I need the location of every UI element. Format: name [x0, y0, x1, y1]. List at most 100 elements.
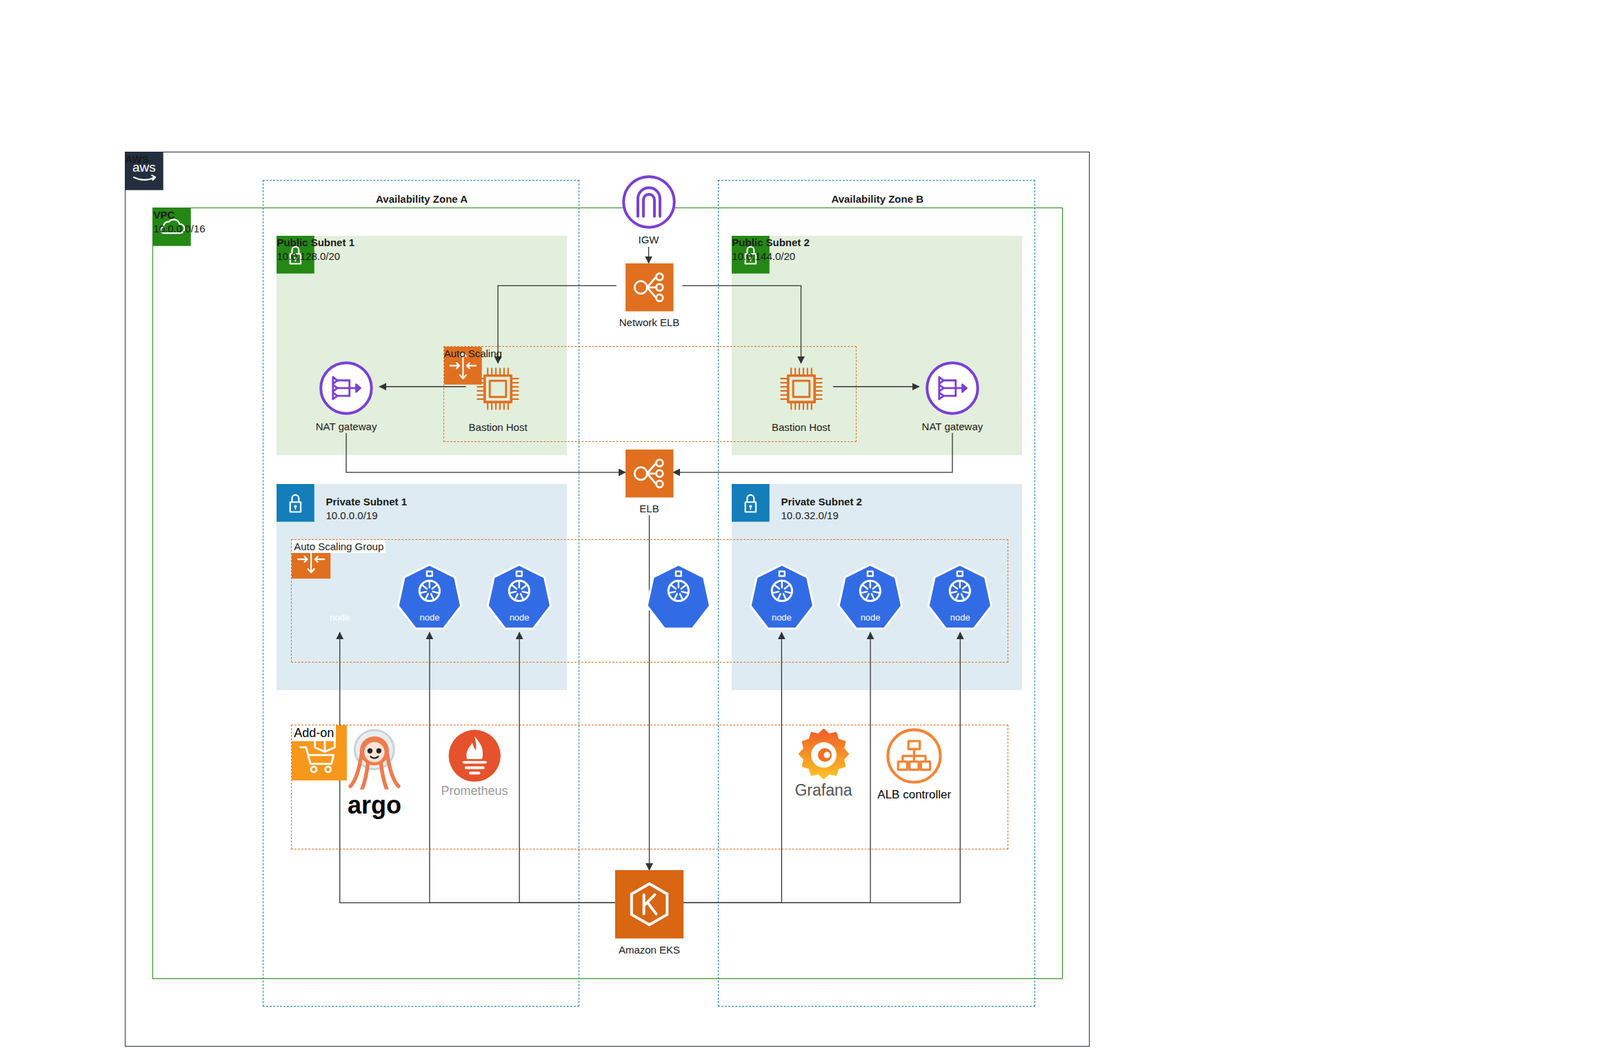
text-box: Grafana — [792, 780, 854, 802]
text-box: Private Subnet 210.0.32.0/19 — [780, 495, 863, 523]
text-box: node — [329, 612, 350, 625]
drawing-part — [320, 362, 372, 414]
node-label: Prometheus — [438, 783, 510, 800]
drawing-part — [731, 484, 770, 523]
load-balancer: ELB — [625, 449, 674, 516]
drawing-part — [350, 753, 399, 791]
node-label: Private Subnet 2 — [780, 495, 863, 509]
drawing-part — [655, 470, 663, 478]
node-label: Availability Zone B — [831, 192, 924, 207]
node-label: Auto Scaling Group — [291, 540, 386, 554]
lockb-icon — [731, 484, 770, 523]
text-box: Availability Zone A — [375, 192, 468, 207]
node-label: Public Subnet 1 — [276, 235, 355, 250]
drawing-part — [928, 564, 992, 629]
drawing-part — [811, 742, 837, 769]
connector — [346, 433, 626, 473]
connector — [429, 632, 616, 903]
node-label: node — [509, 612, 530, 625]
text-box: Availability Zone B — [831, 192, 924, 207]
text-box: NAT gateway — [315, 420, 378, 434]
drawing-part — [420, 580, 440, 600]
drawing-part — [926, 362, 978, 414]
gate-icon — [621, 174, 677, 230]
drawing-part — [634, 467, 647, 480]
node-label: Private Subnet 1 — [325, 495, 407, 509]
text-box: ELB — [639, 502, 659, 516]
node-label: node — [950, 612, 971, 625]
text-box: Bastion Host — [468, 420, 528, 435]
node-label: Auto Scaling — [444, 346, 503, 361]
k8s-node: node — [485, 561, 554, 634]
node-label: Public Subnet 2 — [731, 235, 810, 250]
drawing-part — [355, 384, 360, 392]
drawing-part — [823, 751, 830, 758]
drawing-part — [778, 571, 785, 576]
drawing-part — [646, 276, 656, 298]
alb-controller: ALB controller — [872, 727, 956, 803]
connector — [683, 632, 960, 903]
drawing-part — [655, 283, 663, 291]
drawing-part — [466, 736, 483, 760]
drawing-part — [634, 280, 647, 294]
drawing-part — [655, 480, 663, 488]
drawing-part — [950, 580, 971, 601]
node-label: node — [771, 612, 792, 625]
text-box: node — [950, 612, 971, 625]
drawing-part — [646, 564, 710, 629]
drawing-part — [943, 386, 956, 389]
load-balancer: Network ELB — [616, 263, 683, 330]
k8s-icon — [644, 561, 713, 634]
text-box: Network ELB — [619, 315, 680, 330]
text-box: Prometheus — [438, 783, 510, 800]
swirl-icon — [797, 727, 851, 781]
drawing-part — [787, 375, 814, 403]
text-box: AWS — [125, 152, 149, 167]
node-label: node — [860, 612, 881, 625]
nat-gateway: NAT gateway — [313, 360, 380, 434]
connector — [673, 433, 953, 473]
drawing-part — [449, 363, 476, 369]
drawing-part — [860, 580, 880, 601]
drawing-part — [615, 870, 684, 939]
drawing-part — [477, 368, 518, 409]
drawing-part — [771, 580, 792, 601]
drawing-part — [750, 506, 752, 509]
k8s-node: node — [748, 561, 816, 634]
node-label: 10.0.144.0/20 — [731, 249, 810, 264]
text-box: Auto Scaling Group — [291, 540, 386, 554]
node-label: AWS — [125, 152, 149, 167]
connector — [683, 632, 782, 903]
node-label: ALB controller — [875, 787, 954, 803]
drawing-part — [745, 502, 756, 512]
node-label: VPC — [153, 208, 205, 223]
node-label: 10.0.0.0/16 — [153, 222, 205, 236]
k8s-node: node — [836, 561, 905, 634]
drawing-part — [797, 728, 849, 780]
connector — [340, 632, 616, 903]
drawing-part — [668, 580, 689, 601]
drawing-part — [297, 556, 325, 563]
node-label: 10.0.32.0/19 — [780, 508, 863, 523]
drawing-part — [337, 379, 350, 382]
drawing-part — [397, 564, 461, 629]
drawing-part — [509, 580, 530, 600]
lb-icon — [625, 449, 674, 498]
nat-gateway: NAT gateway — [919, 360, 987, 434]
drawing-part — [631, 884, 668, 925]
lockb-icon — [276, 484, 315, 523]
node-label: Add-on — [291, 725, 336, 742]
drawing-part — [133, 177, 156, 181]
chip-icon — [775, 363, 827, 415]
lb-icon — [625, 263, 674, 312]
node-label: Bastion Host — [468, 420, 528, 435]
drawing-part — [950, 580, 971, 600]
drawing-part — [337, 395, 350, 398]
node-label: node — [419, 612, 440, 625]
drawing-part — [290, 502, 301, 512]
drawing-part — [643, 193, 655, 216]
eks-cluster: Amazon EKS — [615, 870, 684, 958]
text-box: VPC10.0.0.0/16 — [153, 208, 205, 236]
connector — [519, 632, 616, 903]
drawing-part — [771, 580, 792, 600]
